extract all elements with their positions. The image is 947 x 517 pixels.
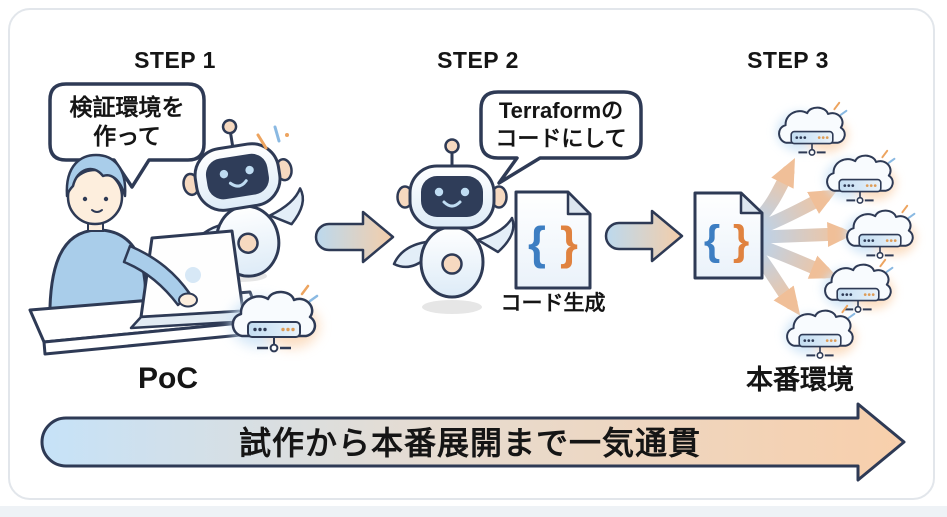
sparkle-icon <box>256 125 289 150</box>
production-label: 本番環境 <box>746 365 854 395</box>
speech-bubble-step2 <box>479 90 643 185</box>
step-3-heading: STEP 3 <box>747 47 829 73</box>
right-brace-glyph: } <box>560 217 578 269</box>
page-bottom-strip <box>0 506 947 517</box>
fan-arrow-3 <box>755 222 856 247</box>
speech-line: Terraformの <box>498 97 624 123</box>
poc-label: PoC <box>138 362 198 395</box>
person-laptop-icon <box>28 153 264 356</box>
left-brace-glyph: { <box>704 217 720 264</box>
speech-bubble-step1 <box>48 82 206 189</box>
right-brace-glyph: } <box>733 217 749 264</box>
speech-bubble-step1-text: 検証環境を 作って <box>50 86 204 158</box>
speech-bubble-step2-text: Terraformの コードにして <box>481 94 641 156</box>
robot-shadow <box>422 300 482 314</box>
step-arrow-1 <box>314 210 395 264</box>
cloud-server-icon <box>825 151 896 203</box>
step-1-heading: STEP 1 <box>134 47 216 73</box>
laptop-logo <box>185 267 201 283</box>
step-arrow-2 <box>604 209 684 263</box>
fan-arrow-2 <box>753 189 838 235</box>
speech-line: コードにして <box>495 126 627 151</box>
fan-arrow-4 <box>753 239 839 279</box>
bottom-process-arrow <box>40 402 906 482</box>
code-file-icon: { } <box>693 191 764 280</box>
cloud-server-icon <box>777 103 848 155</box>
cloud-server-icon <box>785 306 856 358</box>
code-gen-label: コード生成 <box>500 292 606 315</box>
speech-line: 作って <box>93 123 161 149</box>
cloud-server-icon <box>845 206 916 258</box>
step-2-heading: STEP 2 <box>437 47 519 73</box>
cloud-server-icon <box>823 260 894 312</box>
process-arrow-label: 試作から本番展開まで一気通貫 <box>238 425 701 461</box>
person-hand <box>178 292 198 308</box>
person-arm <box>122 244 192 307</box>
robot-icon <box>392 138 515 299</box>
person-hair <box>65 153 127 198</box>
left-brace-glyph: { <box>528 217 546 269</box>
speech-line: 検証環境を <box>69 93 185 120</box>
code-file-icon: { } <box>514 190 592 290</box>
